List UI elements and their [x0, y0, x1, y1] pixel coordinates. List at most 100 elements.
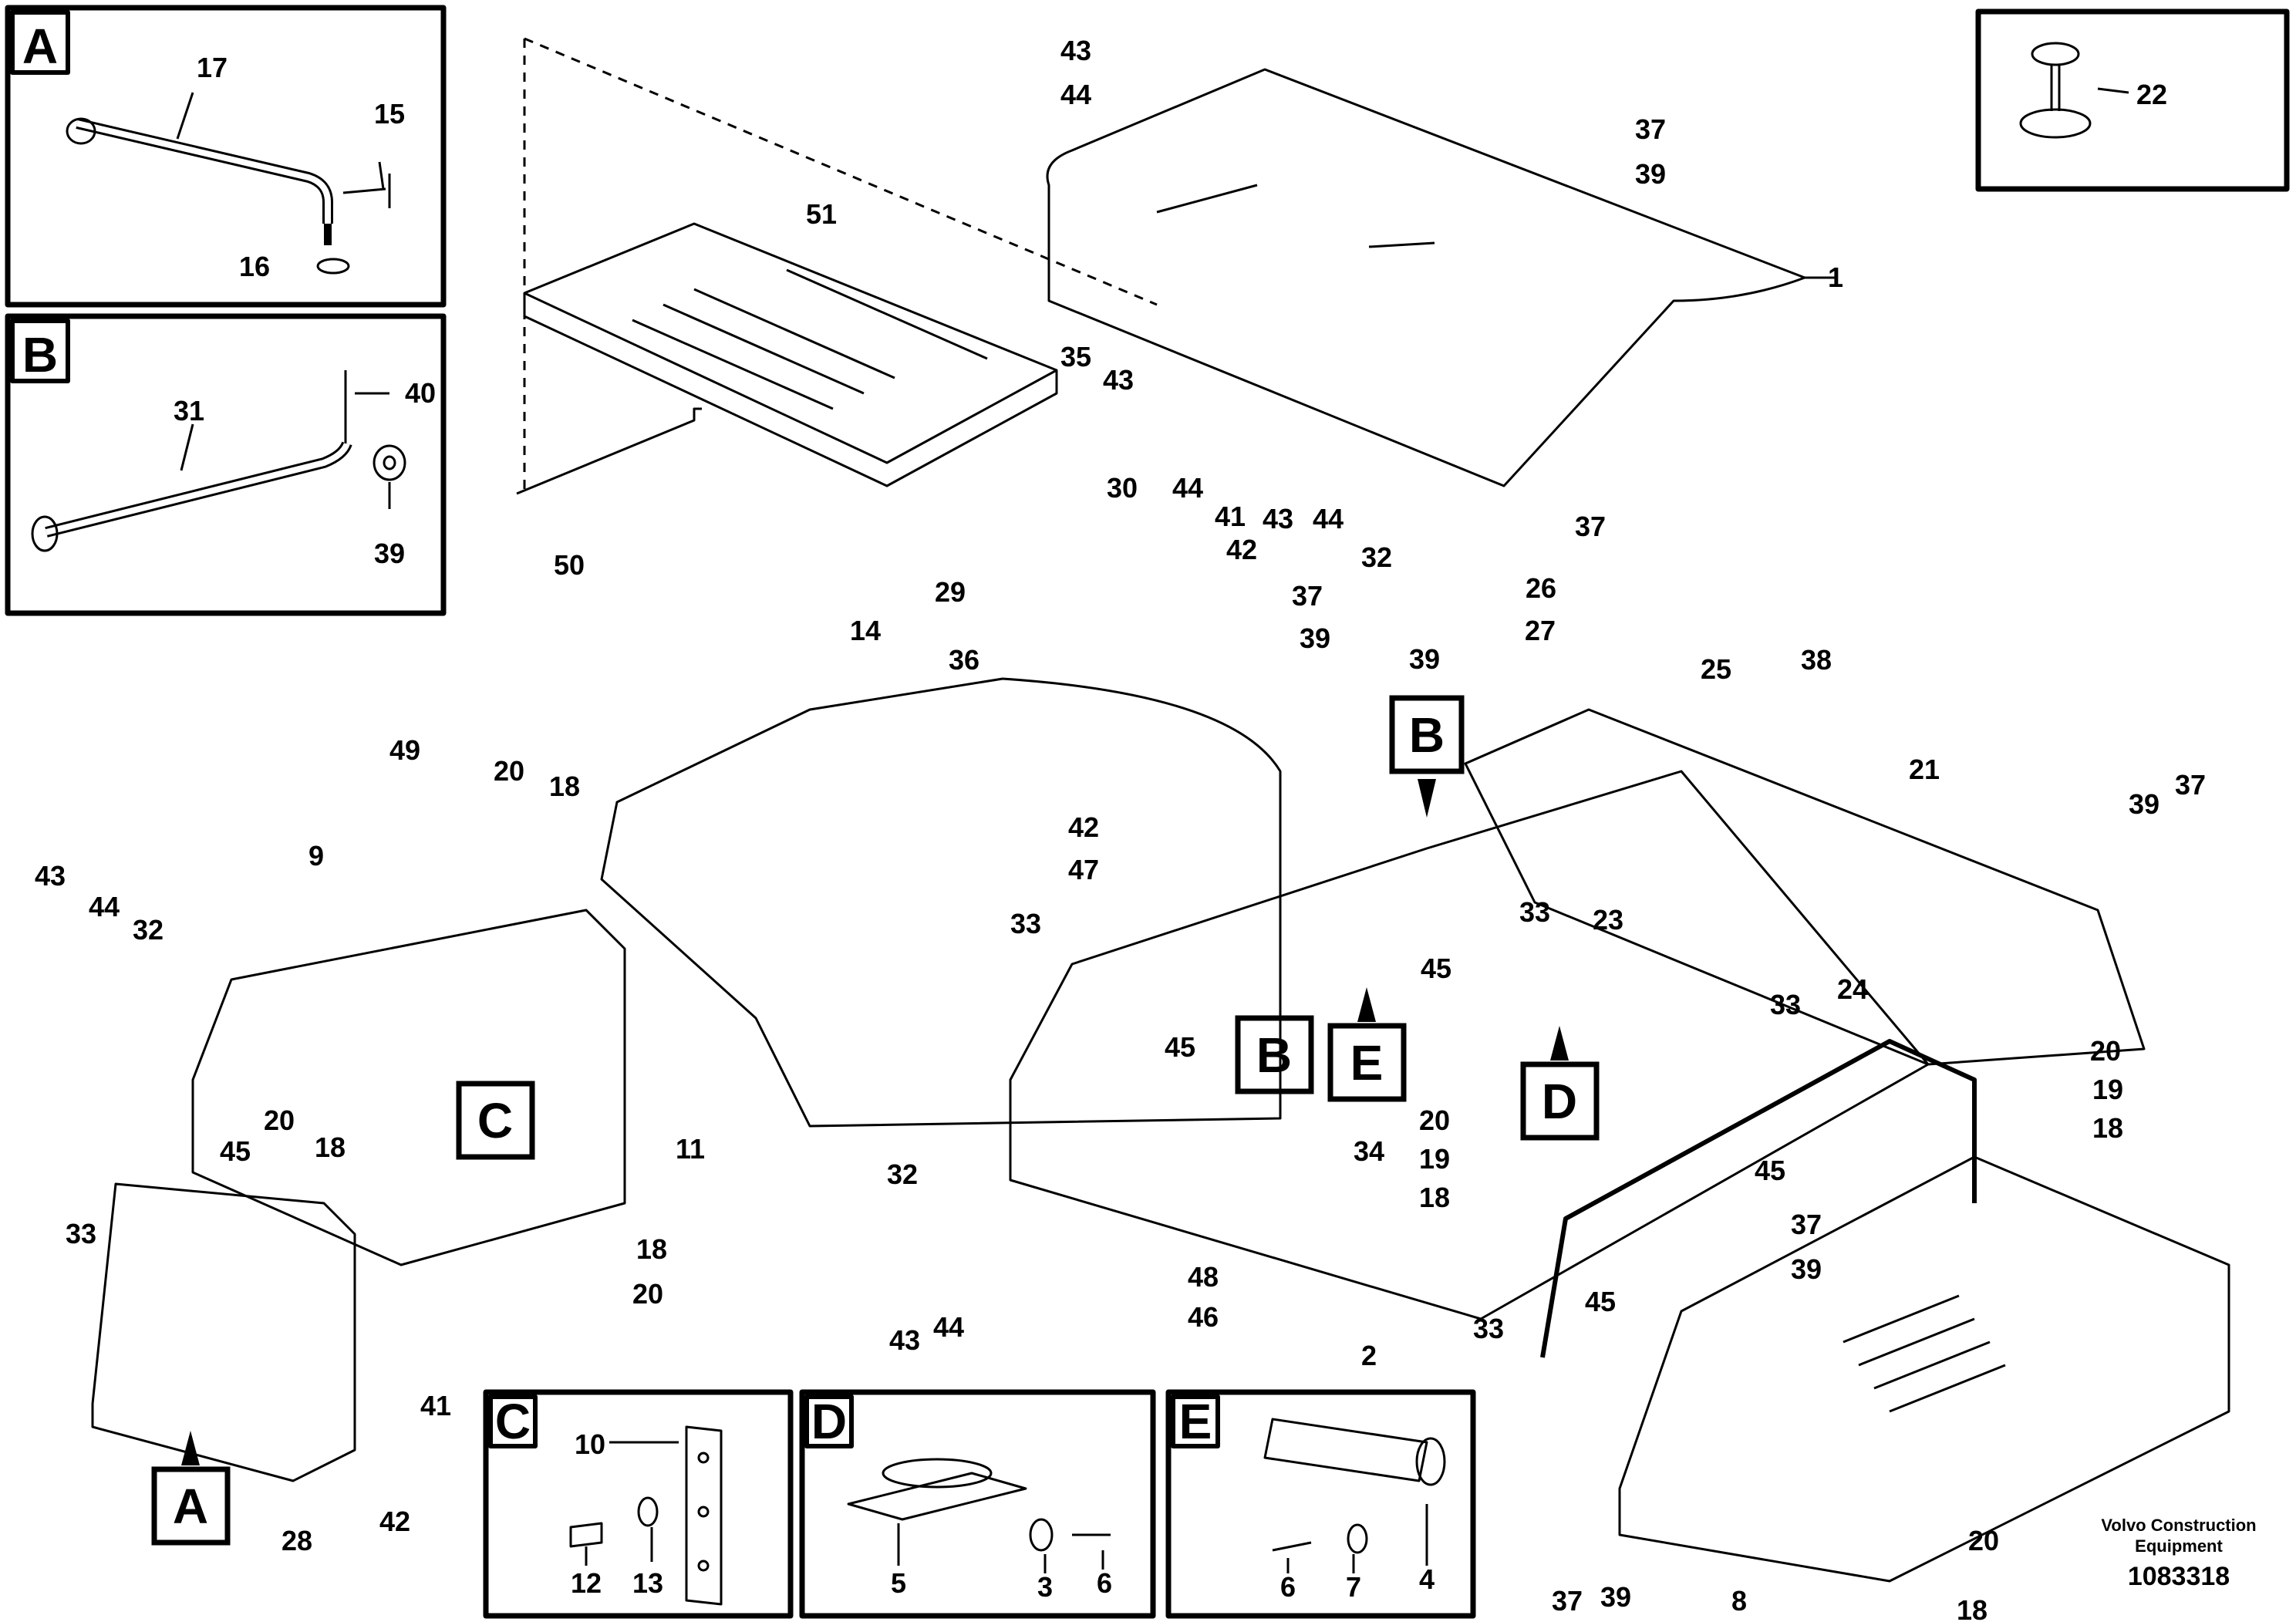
callout-30: 30 — [1107, 472, 1138, 504]
callout-6-e: 6 — [1280, 1571, 1296, 1603]
callout-32-top: 32 — [1361, 541, 1392, 573]
callout-34: 34 — [1354, 1135, 1384, 1167]
detail-box-e — [1165, 1389, 1476, 1619]
seat-tray-outline — [523, 222, 1058, 487]
callout-39-bb: 39 — [1600, 1581, 1631, 1613]
callout-33-c: 33 — [1010, 908, 1041, 939]
callout-17: 17 — [197, 52, 228, 83]
callout-41-l: 41 — [420, 1390, 451, 1421]
ref-label-b-upper: B — [1409, 707, 1445, 763]
callout-20-c: 20 — [1419, 1104, 1450, 1136]
detail-box-c — [483, 1389, 794, 1619]
callout-14: 14 — [850, 615, 881, 646]
callout-5: 5 — [891, 1567, 906, 1599]
callout-39-b2: 39 — [1791, 1253, 1822, 1285]
detail-box-a — [5, 5, 447, 308]
callout-32-c: 32 — [887, 1158, 918, 1190]
callout-23: 23 — [1593, 904, 1623, 936]
callout-43-mid: 43 — [1103, 364, 1134, 396]
callout-46: 46 — [1188, 1301, 1219, 1333]
right-hood-outline — [1618, 1155, 2230, 1583]
callout-42-c: 42 — [1068, 811, 1099, 843]
ref-label-d: D — [1542, 1074, 1577, 1129]
callout-48: 48 — [1188, 1261, 1219, 1293]
callout-20-l3: 20 — [632, 1278, 663, 1310]
top-cover-outline — [1046, 68, 1806, 487]
callout-44-top: 44 — [1060, 79, 1091, 110]
ref-box-e — [1327, 1023, 1407, 1102]
brand-line-1: Volvo Construction — [2101, 1516, 2256, 1535]
detail-box-b — [5, 313, 447, 616]
callout-19-c: 19 — [1419, 1143, 1450, 1175]
callout-33-rr: 33 — [1770, 989, 1801, 1020]
callout-18-l3: 18 — [636, 1233, 667, 1265]
callout-20-l: 20 — [494, 755, 524, 787]
brand-line-2: Equipment — [2135, 1536, 2223, 1556]
callout-16: 16 — [239, 251, 270, 282]
detail-label-e: E — [1179, 1394, 1212, 1449]
callout-42-mid: 42 — [1226, 534, 1257, 565]
ref-box-c — [456, 1081, 535, 1160]
detail-box-22 — [1975, 8, 2290, 192]
callout-42-l: 42 — [379, 1506, 410, 1537]
callout-1: 1 — [1828, 261, 1843, 293]
callout-39-top: 39 — [1635, 158, 1666, 190]
callout-45-b: 45 — [1585, 1286, 1616, 1317]
callout-37-top: 37 — [1635, 113, 1666, 145]
callout-21: 21 — [1909, 754, 1940, 785]
callout-41-mid: 41 — [1215, 501, 1246, 532]
ref-label-a: A — [173, 1479, 208, 1534]
callout-44-mid2: 44 — [1313, 503, 1344, 534]
callout-45-c2: 45 — [1165, 1031, 1195, 1063]
rear-hood-outline — [600, 677, 1282, 1128]
callout-37-b: 37 — [1791, 1209, 1822, 1240]
callout-32-l: 32 — [133, 914, 164, 946]
callout-44-c: 44 — [933, 1311, 964, 1343]
callout-45-r: 45 — [1755, 1155, 1785, 1186]
ref-box-b-upper — [1389, 695, 1465, 774]
callout-39-b: 39 — [374, 538, 405, 569]
callout-33-l: 33 — [66, 1218, 96, 1249]
callout-20-l2: 20 — [264, 1104, 295, 1136]
ref-label-b-lower: B — [1256, 1027, 1292, 1083]
callout-18-l2: 18 — [315, 1131, 346, 1163]
callout-37-mid: 37 — [1292, 580, 1323, 612]
ref-label-e: E — [1350, 1035, 1384, 1091]
callout-49: 49 — [389, 734, 420, 766]
callout-45-l: 45 — [220, 1135, 251, 1167]
callout-26: 26 — [1526, 572, 1556, 604]
ref-box-a — [151, 1466, 231, 1546]
callout-31: 31 — [174, 395, 204, 427]
callout-18-bb: 18 — [1957, 1594, 1988, 1622]
callout-2: 2 — [1361, 1340, 1377, 1371]
ref-label-c: C — [477, 1093, 513, 1148]
callout-44-l: 44 — [89, 891, 120, 922]
drawing-number: 1083318 — [2128, 1562, 2230, 1591]
callout-13: 13 — [632, 1567, 663, 1599]
callout-50: 50 — [554, 549, 585, 581]
callout-43-mid2: 43 — [1263, 503, 1293, 534]
callout-19-r: 19 — [2092, 1074, 2123, 1105]
callout-27: 27 — [1525, 615, 1556, 646]
callout-18-r: 18 — [2092, 1112, 2123, 1144]
right-panel-outline — [1464, 708, 2146, 1066]
callout-40: 40 — [405, 377, 436, 409]
detail-label-a: A — [22, 19, 58, 74]
callout-15: 15 — [374, 98, 405, 130]
callout-33-r: 33 — [1519, 896, 1550, 928]
callout-39-r: 39 — [1409, 643, 1440, 675]
rail-outline — [1540, 1039, 1977, 1358]
callout-11: 11 — [676, 1133, 705, 1165]
callout-36: 36 — [949, 644, 979, 676]
callout-37-far: 37 — [2175, 769, 2206, 801]
callout-10: 10 — [575, 1428, 605, 1460]
callout-44-mid: 44 — [1172, 472, 1203, 504]
callout-29: 29 — [935, 576, 966, 608]
callout-43-top: 43 — [1060, 35, 1091, 66]
callout-3: 3 — [1037, 1571, 1053, 1603]
callout-47: 47 — [1068, 854, 1099, 885]
callout-39-far: 39 — [2129, 788, 2159, 820]
callout-8: 8 — [1731, 1585, 1747, 1617]
callout-37-bb: 37 — [1552, 1585, 1583, 1617]
